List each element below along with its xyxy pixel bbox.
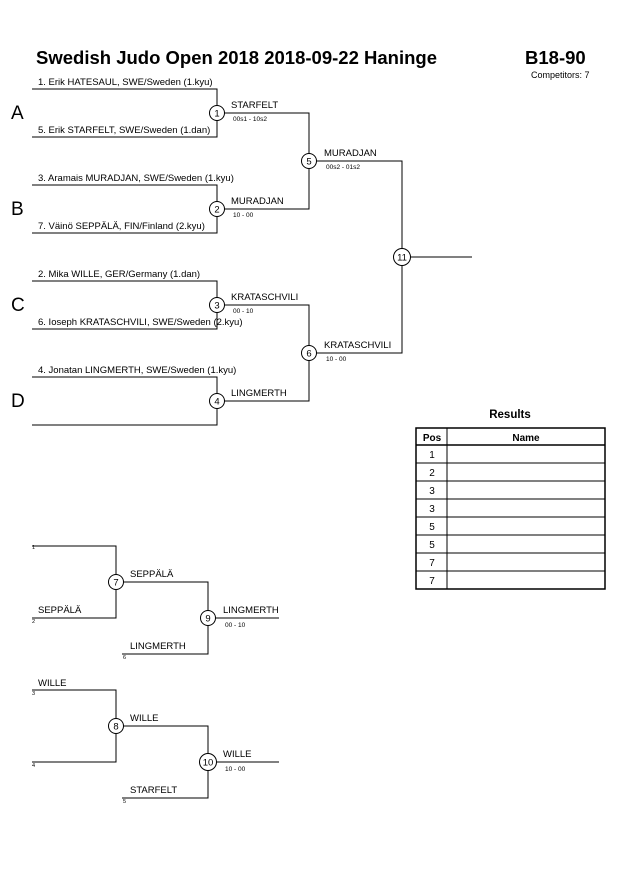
match-circle: 3 [209, 297, 225, 313]
results-pos: 1 [429, 450, 435, 461]
athlete-entry: 3. Aramais MURADJAN, SWE/Sweden (1.kyu) [38, 173, 234, 184]
match-score: 10 - 00 [233, 212, 254, 219]
match-circle: 7 [108, 574, 124, 590]
repechage-slot: STARFELT [130, 785, 177, 796]
match-winner: KRATASCHVILI [324, 340, 391, 351]
match-score: 00 - 10 [233, 308, 254, 315]
match-score: 10 - 00 [326, 356, 347, 363]
match-number: 2 [214, 205, 219, 216]
match-winner: STARFELT [231, 100, 278, 111]
results-table [415, 427, 606, 590]
repechage-bracket-2-lines [32, 689, 279, 799]
pool-label-c: C [11, 295, 25, 316]
athlete-entry: 6. Ioseph KRATASCHVILI, SWE/Sweden (2.ky… [38, 317, 243, 328]
match-number: 1 [214, 109, 219, 120]
match-score: 00 - 10 [225, 622, 246, 629]
match-winner: MURADJAN [324, 148, 377, 159]
match-circle: 1 [209, 105, 225, 121]
match-winner: WILLE [130, 713, 159, 724]
results-col-name: Name [512, 433, 540, 444]
match-circle: 6 [301, 345, 317, 361]
match-number: 8 [113, 722, 118, 733]
match-circle: 11 [393, 248, 411, 266]
match-winner: LINGMERTH [231, 388, 287, 399]
competitors-count: Competitors: 7 [531, 70, 590, 80]
slot-code: 5 [123, 799, 126, 805]
slot-code: 3 [32, 691, 35, 697]
pool-label-a: A [11, 103, 24, 124]
match-number: 4 [214, 397, 219, 408]
match-circle: 9 [200, 610, 216, 626]
match-number: 9 [205, 614, 210, 625]
athlete-entry: 4. Jonatan LINGMERTH, SWE/Sweden (1.kyu) [38, 365, 236, 376]
repechage-slot: WILLE [38, 678, 67, 689]
match-winner: SEPPÄLÄ [130, 569, 174, 580]
match-score: 00s1 - 10s2 [233, 116, 267, 123]
results-pos: 2 [429, 468, 435, 479]
weight-category: B18-90 [525, 47, 586, 68]
match-number: 10 [203, 758, 214, 769]
match-winner: WILLE [223, 749, 252, 760]
match-circle: 8 [108, 718, 124, 734]
match-circle: 10 [199, 753, 217, 771]
match-number: 5 [306, 157, 311, 168]
match-number: 3 [214, 301, 219, 312]
match-circle: 4 [209, 393, 225, 409]
athlete-entry: 1. Erik HATESAUL, SWE/Sweden (1.kyu) [38, 77, 213, 88]
match-circle: 2 [209, 201, 225, 217]
match-score: 00s2 - 01s2 [326, 164, 360, 171]
results-title: Results [489, 409, 531, 421]
match-circle: 5 [301, 153, 317, 169]
athlete-entry: 7. Väinö SEPPÄLÄ, FIN/Finland (2.kyu) [38, 221, 205, 232]
match-score: 10 - 00 [225, 766, 246, 773]
repechage-slot: LINGMERTH [130, 641, 186, 652]
results-pos: 7 [429, 576, 435, 587]
results-pos: 5 [429, 522, 435, 533]
slot-code: 2 [32, 619, 35, 625]
results-pos: 5 [429, 540, 435, 551]
repechage-slot: SEPPÄLÄ [38, 605, 82, 616]
pool-label-d: D [11, 391, 25, 412]
slot-code: 6 [123, 655, 126, 661]
athlete-entry: 5. Erik STARFELT, SWE/Sweden (1.dan) [38, 125, 210, 136]
event-title: Swedish Judo Open 2018 2018-09-22 Haning… [36, 47, 437, 68]
results-pos: 3 [429, 486, 435, 497]
match-winner: MURADJAN [231, 196, 284, 207]
match-number: 7 [113, 578, 118, 589]
match-number: 11 [397, 253, 407, 264]
results-col-pos: Pos [423, 433, 442, 444]
results-pos: 7 [429, 558, 435, 569]
repechage-bracket-1-lines [32, 545, 279, 655]
match-number: 6 [306, 349, 311, 360]
slot-code: 1 [32, 545, 35, 551]
results-pos: 3 [429, 504, 435, 515]
match-winner: LINGMERTH [223, 605, 279, 616]
slot-code: 4 [32, 763, 35, 769]
athlete-entry: 2. Mika WILLE, GER/Germany (1.dan) [38, 269, 200, 280]
pool-label-b: B [11, 199, 24, 220]
match-winner: KRATASCHVILI [231, 292, 298, 303]
